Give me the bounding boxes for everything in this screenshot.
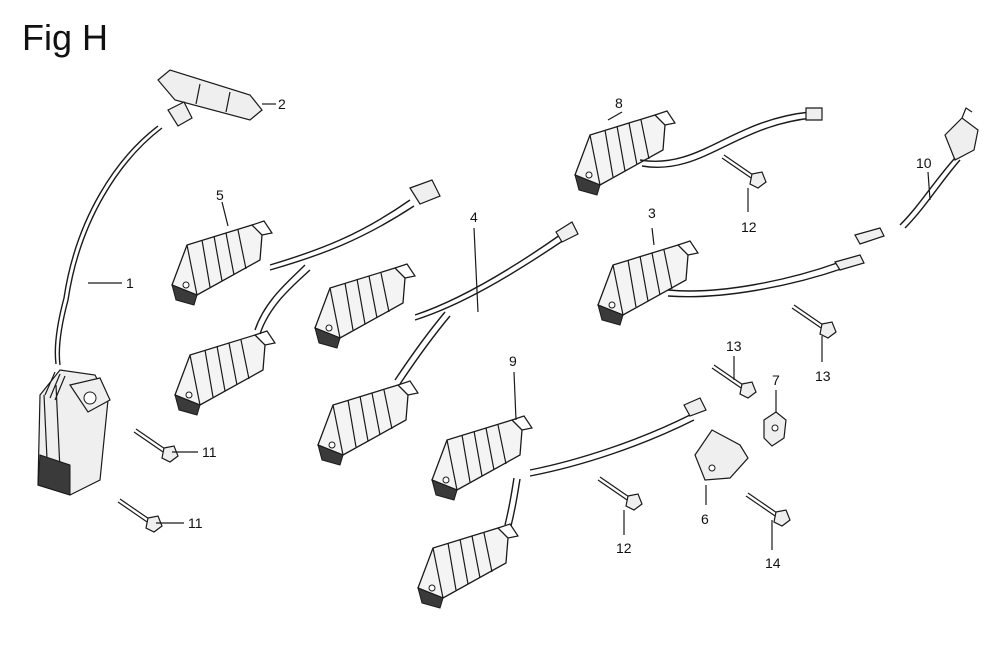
charge-coil-part-9-upper <box>431 397 707 501</box>
ignition-coil-part-1 <box>37 125 163 496</box>
callout-8: 8 <box>615 95 623 111</box>
callout-13-right: 13 <box>815 368 831 384</box>
charge-coil-part-8 <box>574 107 823 196</box>
grommet-part-7 <box>763 411 787 447</box>
callout-5: 5 <box>216 187 224 203</box>
callout-7: 7 <box>772 372 780 388</box>
lead-wire-part-10 <box>834 107 979 271</box>
bracket-part-6 <box>694 429 749 481</box>
charge-coil-part-9-lower <box>417 477 521 609</box>
charge-coil-part-5 <box>171 179 441 306</box>
callout-10: 10 <box>916 155 932 171</box>
callout-6: 6 <box>701 511 709 527</box>
callout-14: 14 <box>765 555 781 571</box>
leader-lines <box>88 111 931 550</box>
callout-11-lower: 11 <box>188 515 203 531</box>
callout-1: 1 <box>126 275 134 291</box>
charge-coil-left-lower <box>174 264 311 416</box>
callout-13-left: 13 <box>726 338 742 354</box>
callout-4: 4 <box>470 209 478 225</box>
callout-12-upper: 12 <box>741 219 757 235</box>
charge-coil-part-4-lower <box>317 311 451 466</box>
callout-9: 9 <box>509 353 517 369</box>
callout-3: 3 <box>648 205 656 221</box>
bolt-11-upper-icon <box>133 428 179 463</box>
bolt-12-upper-icon <box>721 154 767 189</box>
charge-coil-part-3 <box>597 240 845 326</box>
bolt-12-lower-icon <box>597 476 643 511</box>
callout-2: 2 <box>278 96 286 112</box>
callout-12-lower: 12 <box>616 540 632 556</box>
figure-title: Fig H <box>22 17 108 58</box>
bolt-13-right-icon <box>791 304 837 339</box>
bolt-11-lower-icon <box>117 498 163 533</box>
charge-coil-part-4-upper <box>314 221 579 349</box>
callout-11-upper: 11 <box>202 444 217 460</box>
spark-plug-cap-part-2 <box>157 69 276 127</box>
bolt-14-icon <box>745 492 791 527</box>
